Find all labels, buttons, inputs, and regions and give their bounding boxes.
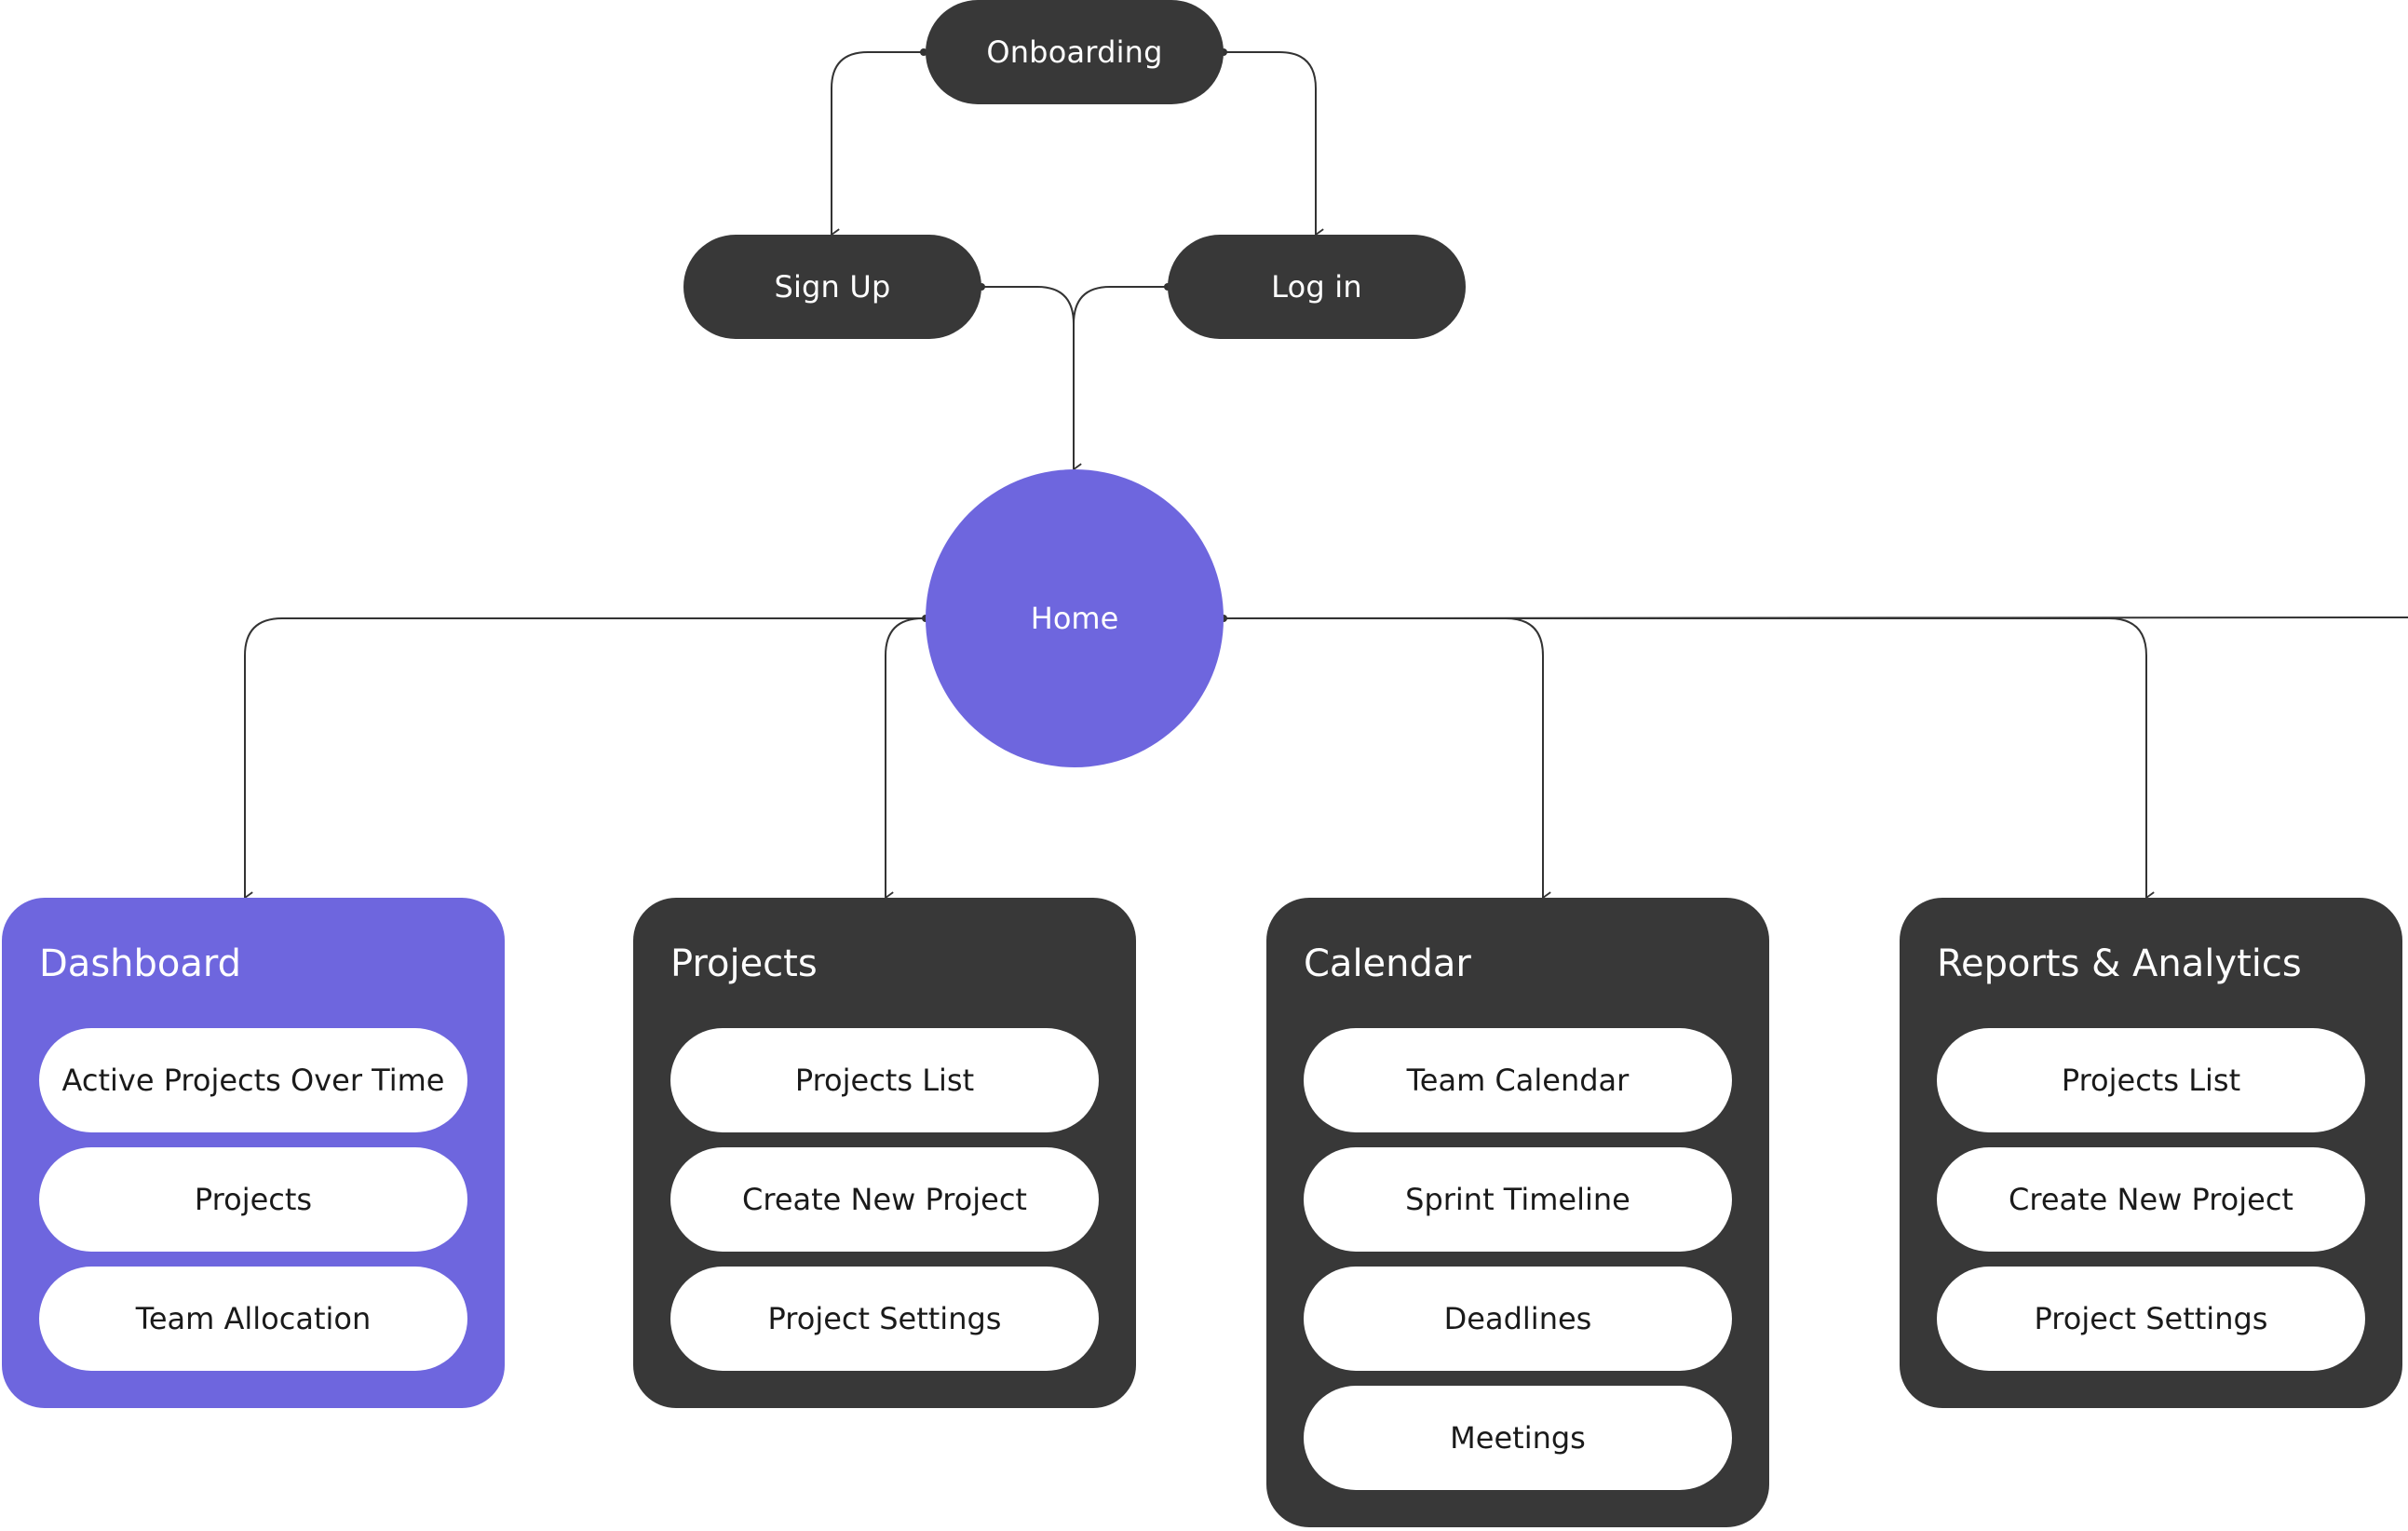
section-item[interactable]: Projects: [39, 1147, 467, 1252]
connector-onboarding-login: [1224, 51, 1316, 235]
onboarding-node[interactable]: Onboarding: [926, 0, 1224, 104]
sign-up-node[interactable]: Sign Up: [683, 235, 981, 339]
section-title: Projects: [670, 942, 818, 985]
connector-onboarding-signup: [832, 51, 924, 235]
section-item[interactable]: Projects List: [670, 1028, 1099, 1132]
section-title: Dashboard: [39, 942, 242, 985]
section-card-projects: Projects Projects List Create New Projec…: [633, 898, 1136, 1408]
section-item[interactable]: Deadlines: [1304, 1267, 1732, 1371]
connector-home-offscreen: [1223, 616, 2408, 619]
connector-home-dashboard: [245, 617, 925, 898]
log-in-node[interactable]: Log in: [1168, 235, 1466, 339]
section-card-calendar: Calendar Team Calendar Sprint Timeline D…: [1266, 898, 1769, 1527]
section-item[interactable]: Create New Project: [670, 1147, 1099, 1252]
section-card-dashboard: Dashboard Active Projects Over Time Proj…: [2, 898, 505, 1408]
home-node[interactable]: Home: [926, 469, 1224, 767]
section-item[interactable]: Team Calendar: [1304, 1028, 1732, 1132]
connector-home-calendar: [1224, 617, 1543, 898]
home-label: Home: [1030, 601, 1119, 636]
connector-home-projects: [886, 617, 925, 898]
section-card-reports-analytics: Reports & Analytics Projects List Create…: [1900, 898, 2402, 1408]
section-title: Reports & Analytics: [1937, 942, 2302, 985]
section-item[interactable]: Meetings: [1304, 1386, 1732, 1490]
section-item[interactable]: Team Allocation: [39, 1267, 467, 1371]
section-item[interactable]: Sprint Timeline: [1304, 1147, 1732, 1252]
section-title: Calendar: [1304, 942, 1471, 985]
onboarding-label: Onboarding: [986, 34, 1163, 70]
log-in-label: Log in: [1271, 269, 1362, 305]
connector-home-reports: [1224, 617, 2146, 898]
connector-signup-home: [981, 286, 1074, 469]
section-item[interactable]: Active Projects Over Time: [39, 1028, 467, 1132]
sign-up-label: Sign Up: [774, 269, 891, 305]
section-item[interactable]: Project Settings: [670, 1267, 1099, 1371]
section-item[interactable]: Project Settings: [1937, 1267, 2365, 1371]
section-item[interactable]: Projects List: [1937, 1028, 2365, 1132]
section-item[interactable]: Create New Project: [1937, 1147, 2365, 1252]
connector-login-home: [1073, 286, 1168, 325]
